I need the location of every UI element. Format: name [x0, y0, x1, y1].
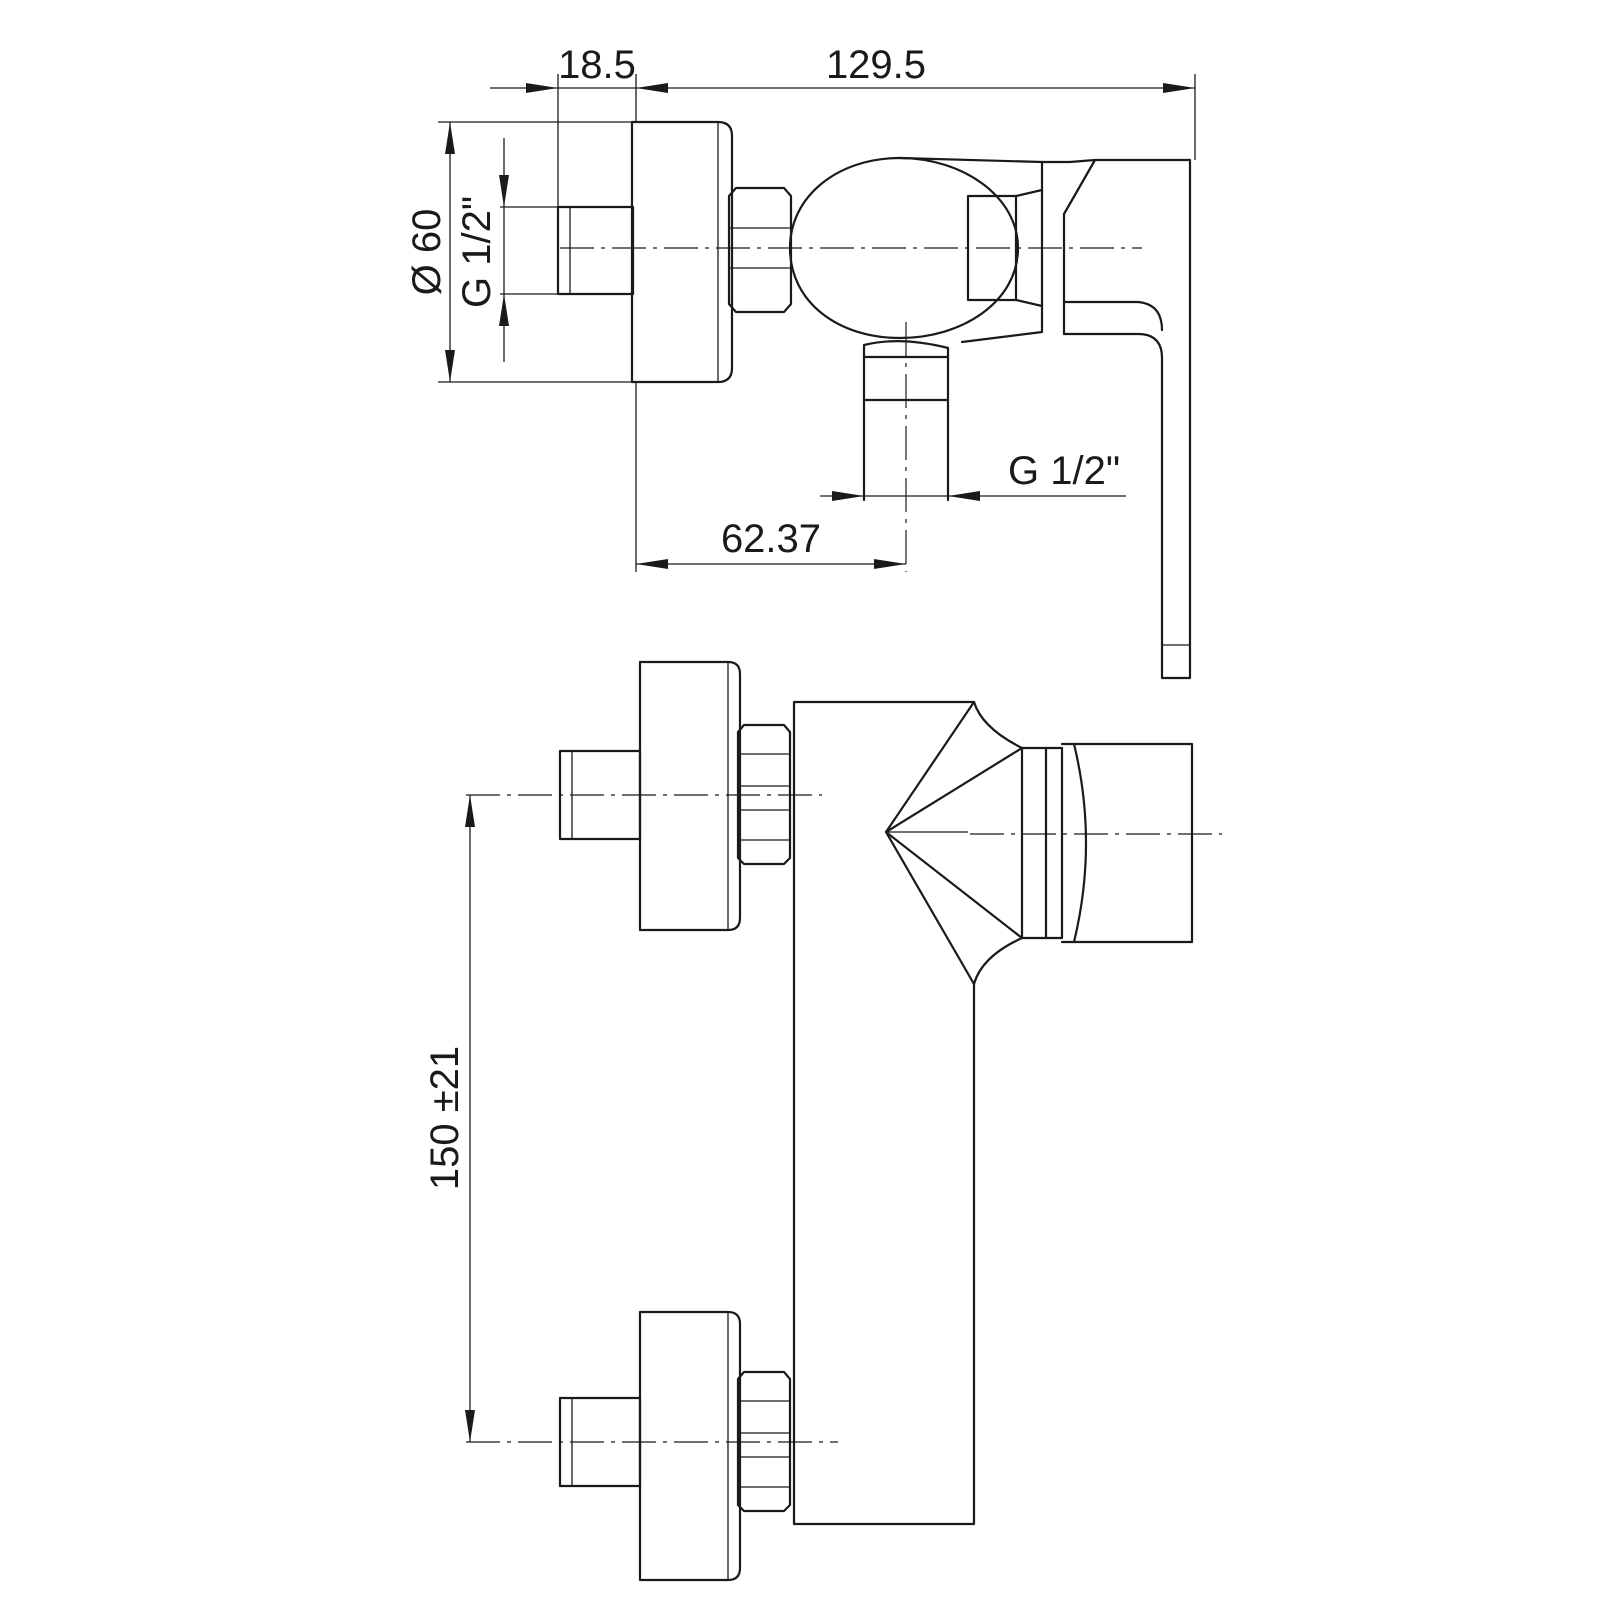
dim-18-5: 18.5	[558, 43, 636, 87]
front-handle-cylinder	[1060, 742, 1194, 944]
side-hex-nut	[727, 186, 793, 314]
front-handle-ring	[1044, 746, 1064, 940]
side-inlet-pipe	[556, 205, 635, 296]
front-rosette-upper	[638, 660, 742, 932]
dim-62-37: 62.37	[721, 517, 821, 561]
dim-g-half-left: G 1/2"	[455, 196, 499, 308]
front-hex-nut-upper	[736, 723, 792, 866]
dim-g-half-right: G 1/2"	[1008, 449, 1120, 493]
side-ball-body	[788, 156, 1020, 340]
side-view: 18.5 129.5 Ø 60 G 1/2" G 1/2" 62.37	[405, 43, 1196, 680]
dim-129-5: 129.5	[826, 43, 926, 87]
front-mixer-body	[792, 700, 1024, 1526]
dim-diameter-60: Ø 60	[405, 209, 449, 296]
side-cartridge	[898, 156, 1044, 344]
front-view: 150 ±21	[423, 660, 1222, 1582]
side-lever-handle	[1040, 158, 1192, 680]
front-hex-nut-lower	[736, 1370, 792, 1513]
front-rosette-lower	[638, 1310, 742, 1582]
side-rosette	[630, 120, 734, 384]
dim-150-21: 150 ±21	[423, 1046, 467, 1190]
